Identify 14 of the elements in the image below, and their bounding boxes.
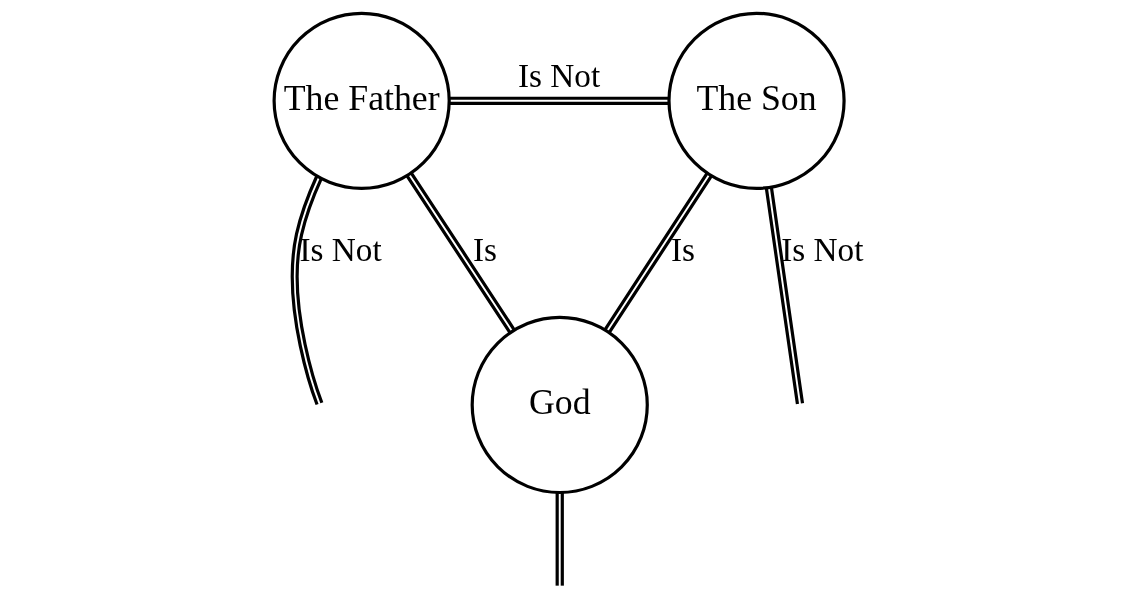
connector [603, 172, 713, 334]
connector [555, 492, 564, 586]
connector [405, 172, 516, 334]
edge-label: Is Not [518, 56, 601, 94]
node-circle: The Son [667, 11, 846, 190]
node-circle: The Father [272, 11, 451, 190]
edge-label: Is Not [299, 230, 382, 268]
node-circle: God [470, 315, 649, 495]
connector [449, 96, 669, 105]
connector [764, 187, 805, 405]
connector [290, 175, 324, 406]
edge-label: Is [472, 230, 497, 268]
edge-label: Is Not [781, 230, 864, 268]
edge-label: Is [671, 230, 696, 268]
